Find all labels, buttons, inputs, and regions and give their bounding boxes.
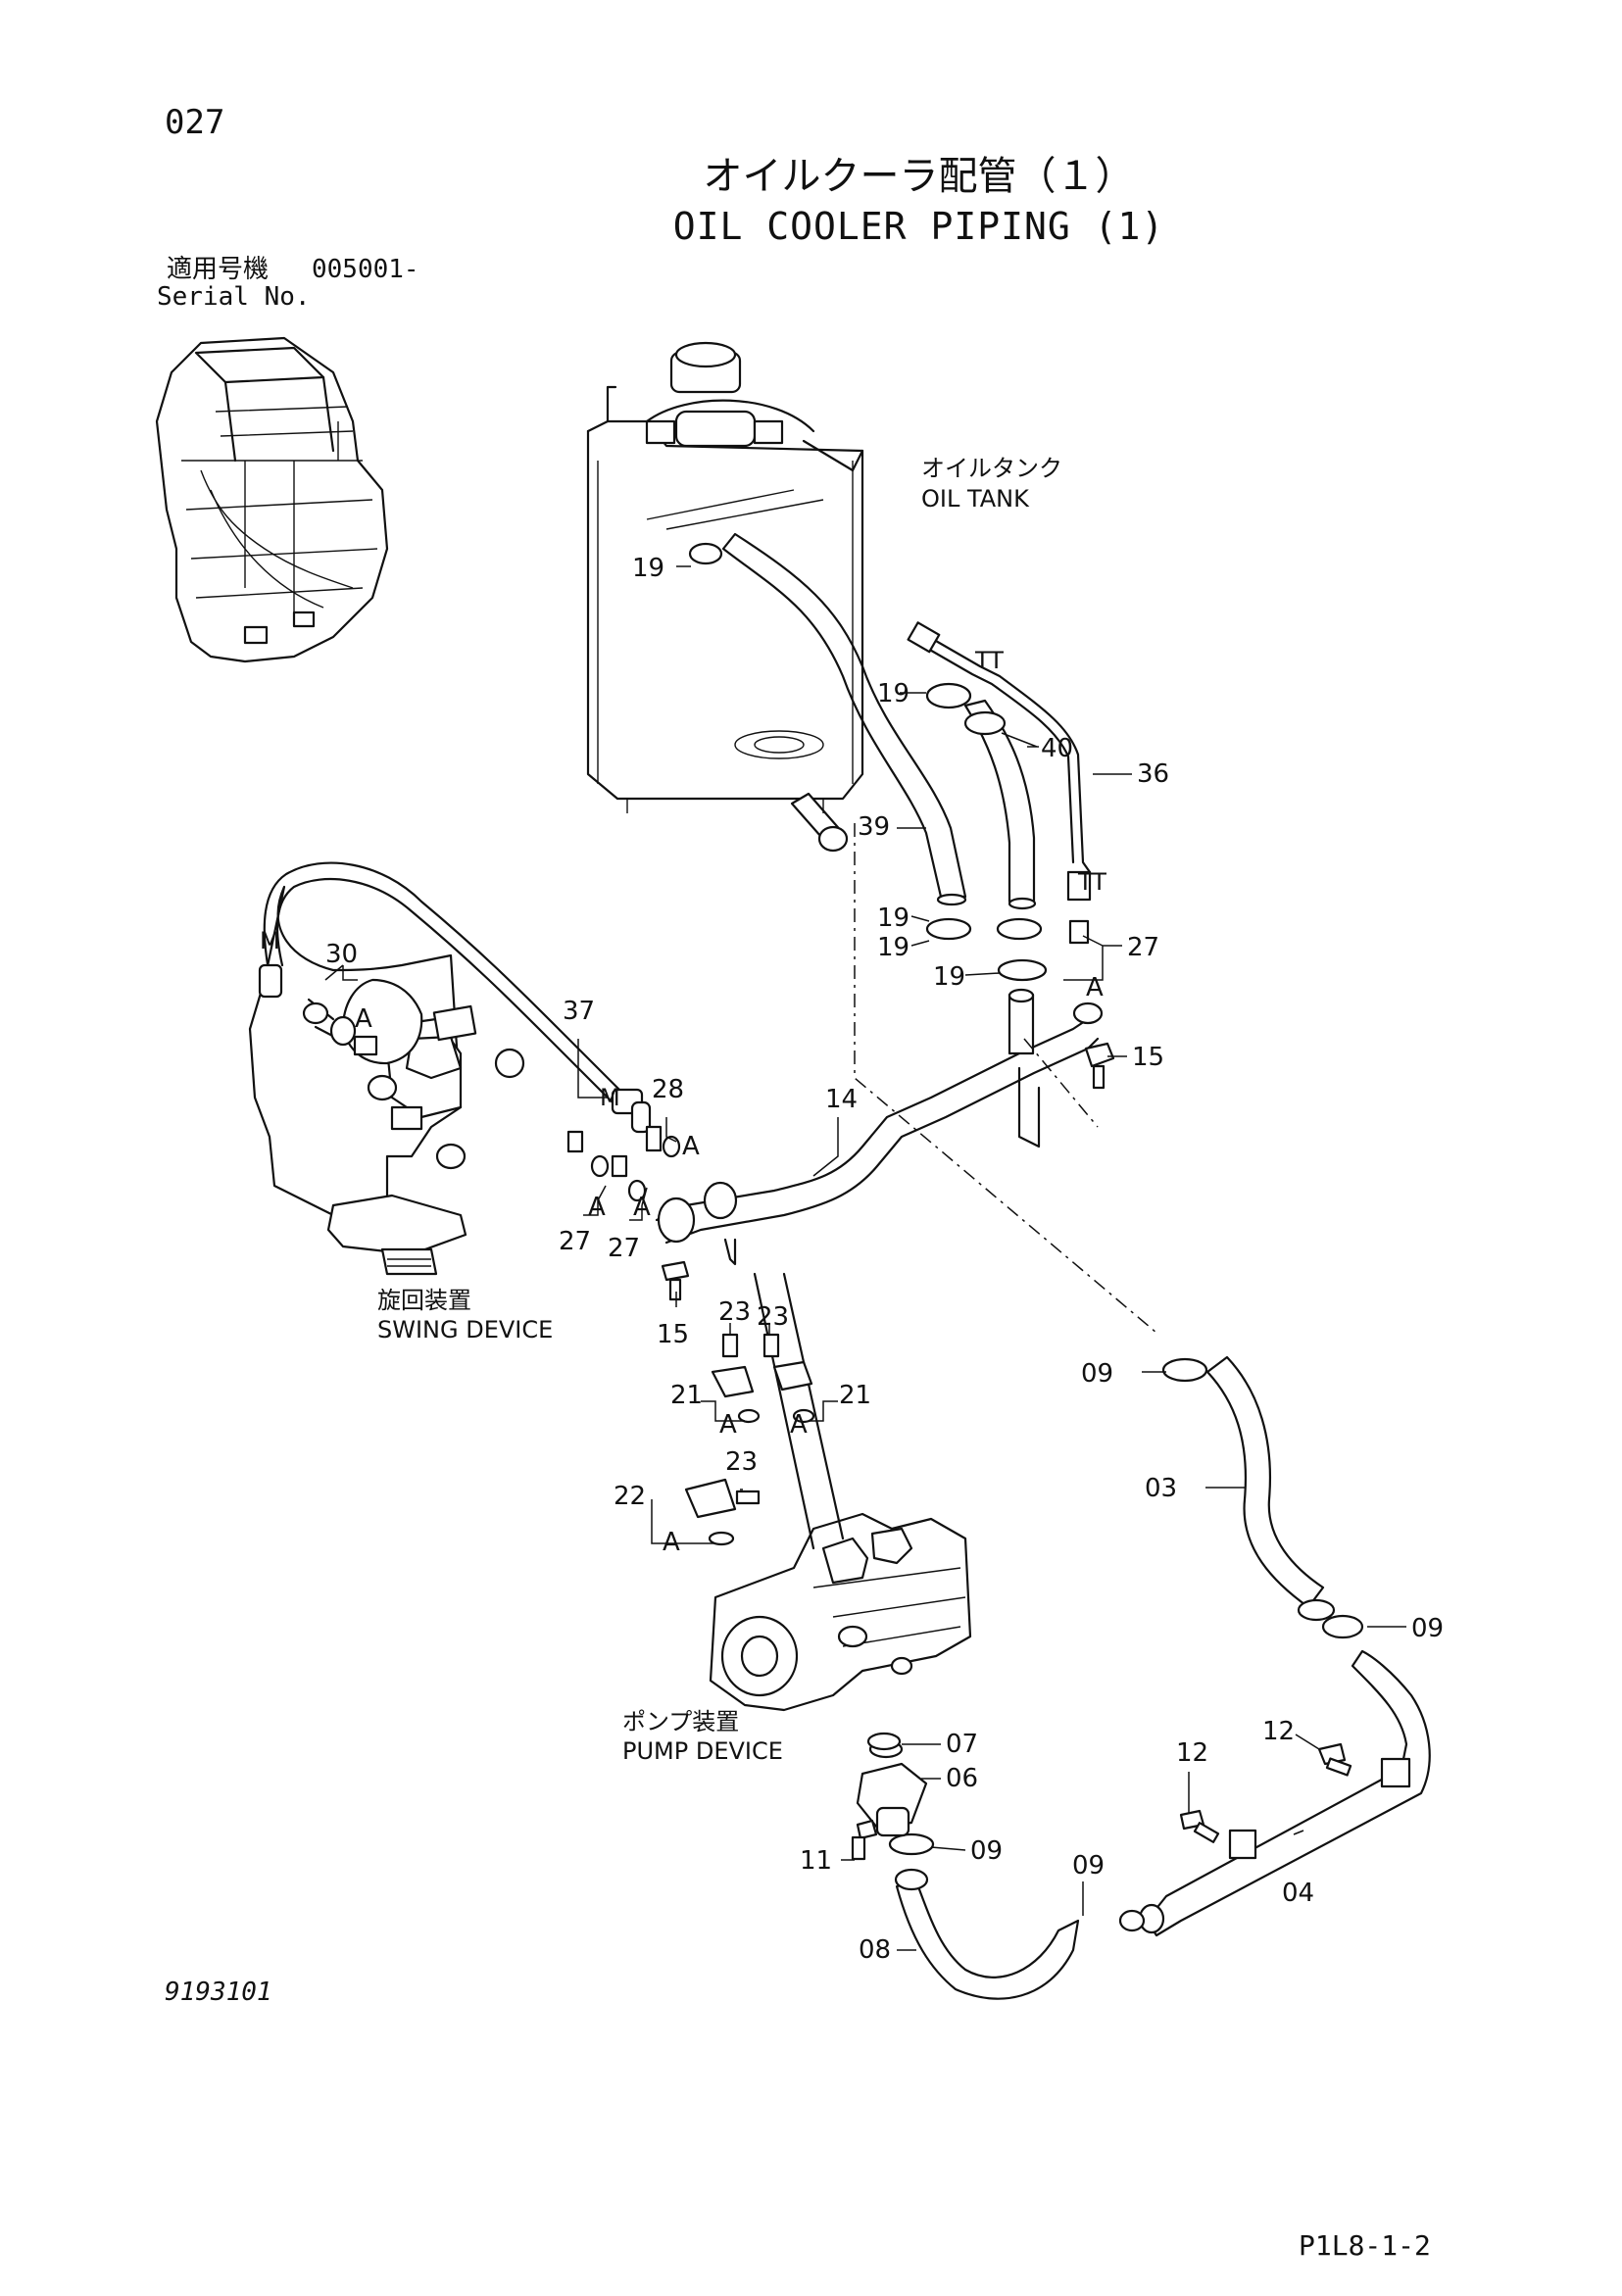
part-number-14: 14 (825, 1085, 858, 1114)
hose-08 (895, 1880, 1080, 2000)
page-reference: P1L8-1-2 (1299, 2229, 1431, 2262)
serial-label-english: Serial No. (157, 282, 311, 312)
swing-device-label-jp: 旋回装置 (377, 1287, 471, 1314)
part-number-15: 15 (657, 1320, 689, 1349)
part-number-22: 22 (614, 1482, 646, 1511)
mark-a-8: A (663, 1528, 680, 1557)
mark-a-5: A (633, 1193, 651, 1222)
part-number-21: 21 (839, 1381, 871, 1410)
pipe-14 (655, 1017, 1090, 1222)
part-number-09: 09 (1081, 1359, 1113, 1389)
part-number-30: 30 (325, 940, 358, 969)
part-number-40: 40 (1041, 734, 1073, 763)
part-number-12: 12 (1176, 1738, 1208, 1768)
oil-tank-label-jp: オイルタンク (921, 455, 1062, 482)
part-number-09: 09 (1072, 1851, 1105, 1881)
part-number-12: 12 (1262, 1717, 1295, 1746)
pump-device-label-jp: ポンプ装置 (622, 1708, 739, 1735)
leader-lines (324, 565, 1406, 1951)
part-number-23: 23 (757, 1302, 789, 1332)
mark-a-3: A (682, 1132, 700, 1161)
part-number-03: 03 (1145, 1474, 1177, 1503)
mark-a-4: A (588, 1193, 606, 1222)
part-number-37: 37 (563, 997, 595, 1026)
hose-03 (1205, 1355, 1325, 1609)
mark-tt-1: TT (974, 647, 1004, 674)
pipe-36 (927, 635, 1092, 874)
part-number-08: 08 (859, 1935, 891, 1965)
swing-device (248, 885, 525, 1276)
part-number-19: 19 (632, 554, 664, 583)
mark-a-1: A (1086, 973, 1104, 1002)
part-number-19: 19 (877, 679, 909, 708)
mark-m-2: M (600, 1084, 620, 1111)
fittings-21-22-23 (684, 1333, 815, 1546)
hose-04 (1145, 1649, 1431, 1937)
part-number-04: 04 (1282, 1879, 1314, 1908)
part-number-27: 27 (559, 1227, 591, 1256)
bolts-15 (661, 1042, 1115, 1301)
part-number-23: 23 (718, 1297, 751, 1327)
title-japanese: オイルクーラ配管（１） (703, 154, 1135, 199)
part-number-06: 06 (946, 1764, 978, 1793)
hose-clamps (688, 542, 1048, 982)
part-number-27: 27 (1127, 933, 1159, 962)
pump-device-label-en: PUMP DEVICE (622, 1737, 783, 1765)
machine-overview-illustration (155, 336, 389, 663)
hose-37 (275, 877, 614, 1104)
serial-label-japanese: 適用号機 (167, 255, 270, 284)
mark-tt-2: TT (1077, 868, 1106, 896)
part-number-21: 21 (670, 1381, 703, 1410)
oil-tank (586, 341, 864, 853)
oil-tank-label-en: OIL TANK (921, 485, 1030, 513)
part-number-15: 15 (1132, 1043, 1164, 1072)
mark-m-1: M (260, 927, 280, 954)
part-number-11: 11 (800, 1846, 832, 1876)
part-number-23: 23 (725, 1447, 758, 1477)
mark-a-7: A (790, 1410, 808, 1440)
part-number-09: 09 (1411, 1614, 1444, 1643)
mark-a-6: A (719, 1410, 737, 1440)
part-number-19: 19 (877, 904, 909, 933)
part-number-19: 19 (933, 962, 965, 992)
drawing-number: 9193101 (165, 1978, 272, 2007)
part-number-39: 39 (858, 812, 890, 842)
part-number-27: 27 (608, 1234, 640, 1263)
part-number-09: 09 (970, 1836, 1003, 1866)
part-number-36: 36 (1137, 759, 1169, 789)
swing-device-label-en: SWING DEVICE (377, 1316, 553, 1343)
part-number-07: 07 (946, 1730, 978, 1759)
part-number-28: 28 (652, 1075, 684, 1104)
title-english: OIL COOLER PIPING (1) (672, 205, 1165, 248)
part-number-19: 19 (877, 933, 909, 962)
pump-device (709, 1512, 972, 1712)
hose-39 (721, 532, 967, 899)
serial-number-value: 005001- (312, 255, 419, 284)
page-number: 027 (165, 103, 225, 142)
mark-a-2: A (355, 1004, 372, 1034)
